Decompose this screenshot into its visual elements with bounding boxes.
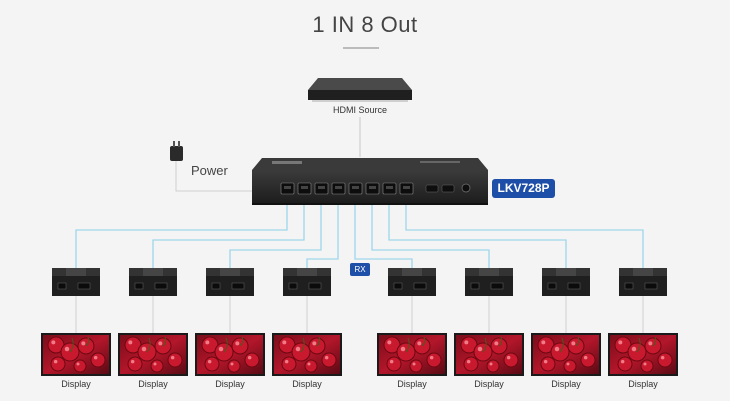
rx-receiver-1	[52, 268, 100, 333]
rx-receiver-8	[619, 268, 667, 333]
hdmi-source-device	[308, 78, 412, 102]
rx-receiver-7	[542, 268, 590, 333]
ethernet-cable-4	[307, 205, 338, 268]
display-label-6: Display	[457, 379, 521, 389]
display-label-3: Display	[198, 379, 262, 389]
display-label-1: Display	[44, 379, 108, 389]
model-badge: LKV728P	[492, 179, 555, 198]
display-label-7: Display	[534, 379, 598, 389]
ethernet-cable-7	[389, 205, 566, 268]
display-label-5: Display	[380, 379, 444, 389]
rx-receiver-5	[388, 268, 436, 333]
rx-receiver-4	[283, 268, 331, 333]
display-screen-1	[41, 333, 111, 376]
rj45-port-5	[349, 183, 362, 194]
rx-receiver-3	[206, 268, 254, 333]
power-label: Power	[191, 163, 228, 178]
display-screen-5	[377, 333, 447, 376]
rj45-port-4	[332, 183, 345, 194]
display-screen-6	[454, 333, 524, 376]
rx-badge: RX	[350, 263, 370, 276]
display-label-8: Display	[611, 379, 675, 389]
display-label-4: Display	[275, 379, 339, 389]
rj45-port-8	[400, 183, 413, 194]
display-label-2: Display	[121, 379, 185, 389]
splitter-device	[252, 158, 488, 205]
ethernet-cable-2	[153, 205, 304, 268]
display-screen-7	[531, 333, 601, 376]
ethernet-cable-1	[76, 205, 287, 268]
display-screen-3	[195, 333, 265, 376]
rj45-port-2	[298, 183, 311, 194]
rj45-port-6	[366, 183, 379, 194]
display-screen-4	[272, 333, 342, 376]
rj45-port-7	[383, 183, 396, 194]
rj45-port-1	[281, 183, 294, 194]
rx-receiver-6	[465, 268, 513, 333]
rx-receiver-2	[129, 268, 177, 333]
hdmi-source-label: HDMI Source	[300, 105, 420, 115]
rj45-port-3	[315, 183, 328, 194]
display-screen-2	[118, 333, 188, 376]
ethernet-cable-5	[355, 205, 412, 268]
display-screen-8	[608, 333, 678, 376]
ethernet-cable-8	[406, 205, 643, 268]
